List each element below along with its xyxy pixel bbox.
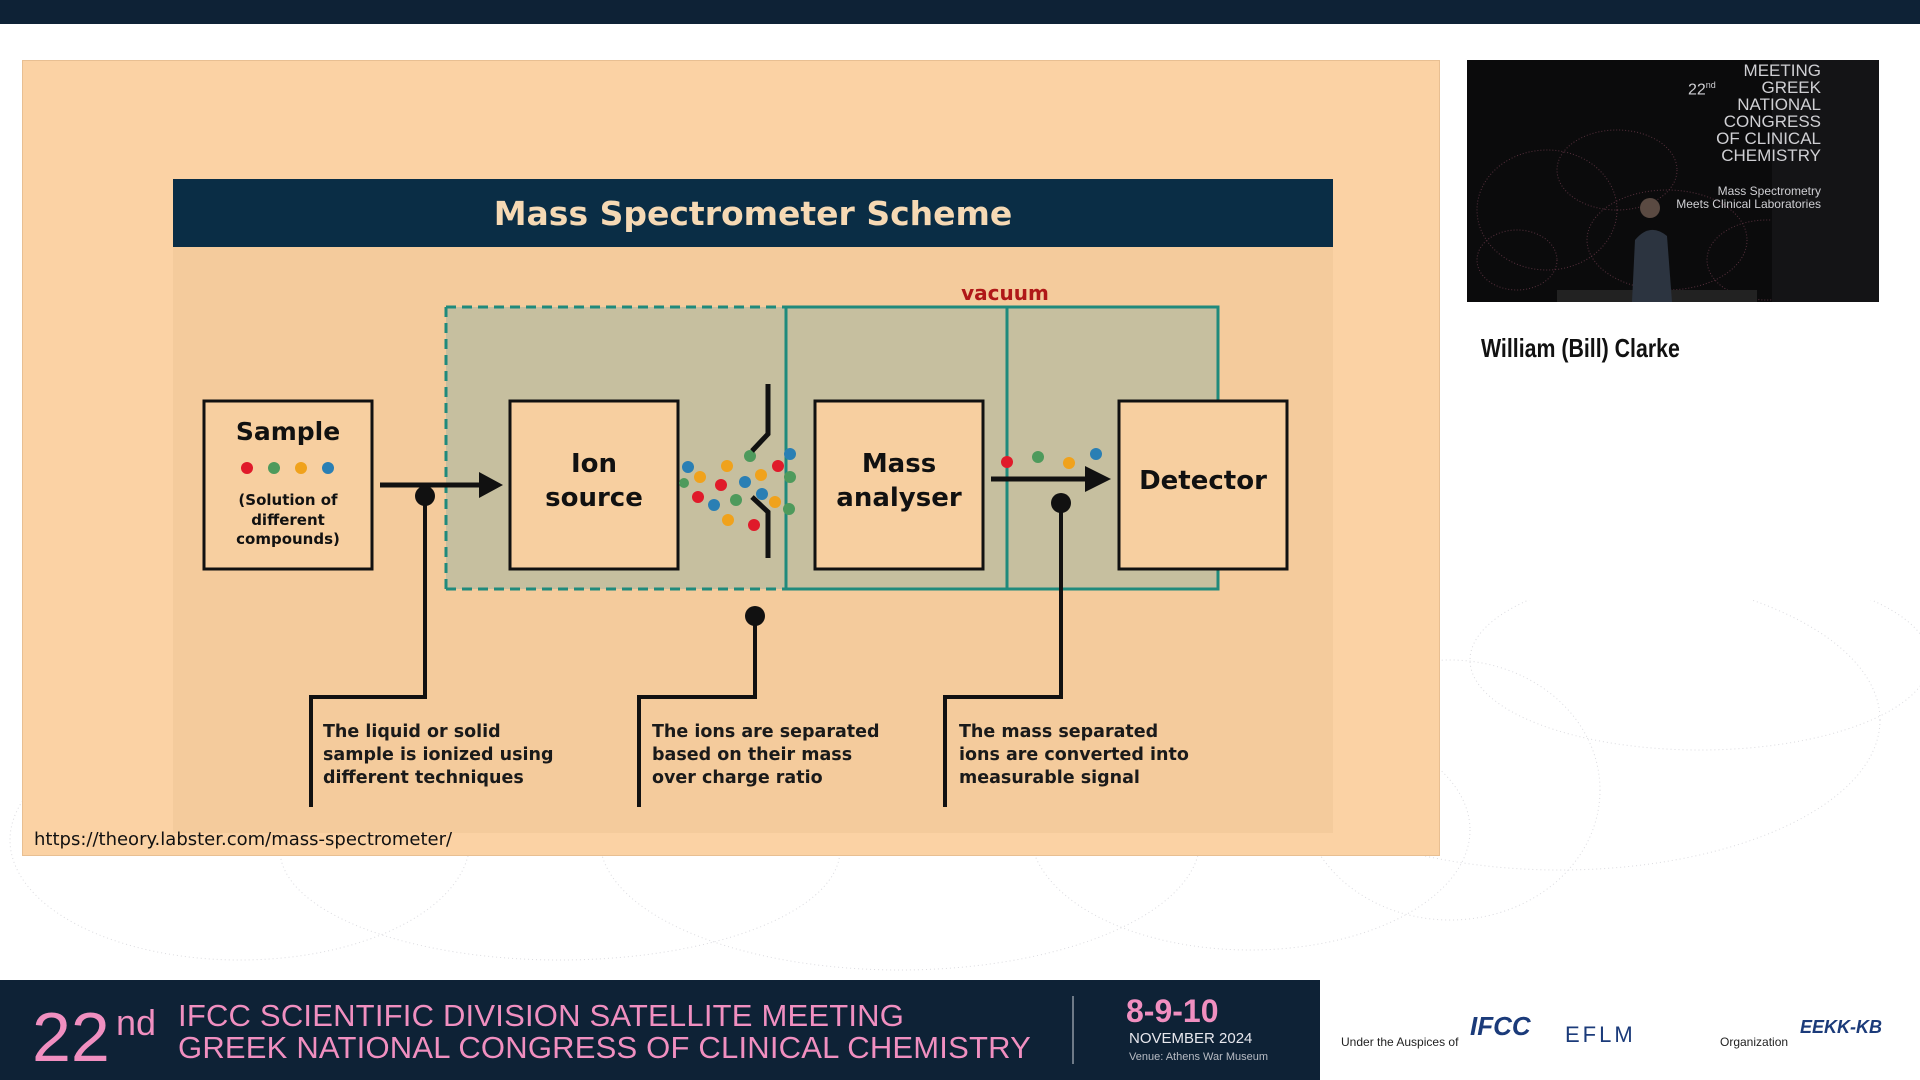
eflm-logo: EFLM xyxy=(1565,1022,1636,1047)
diagram-canvas: vacuum Sample (Solution of different com… xyxy=(202,281,1289,807)
banner-edition-number: 22 xyxy=(32,998,110,1076)
video-edition-badge: 22nd xyxy=(1688,80,1716,99)
banner-month: NOVEMBER 2024 xyxy=(1129,1030,1253,1047)
caption-detection: measurable signal xyxy=(959,768,1140,788)
ion-slit xyxy=(750,384,771,558)
banner-title-line: GREEK NATIONAL CONGRESS OF CLINICAL CHEM… xyxy=(178,1030,1032,1065)
banner-title-line: IFCC SCIENTIFIC DIVISION SATELLITE MEETI… xyxy=(178,998,905,1033)
sample-box-note-line: (Solution of xyxy=(238,491,338,509)
caption-ionization: sample is ionized using xyxy=(323,745,553,765)
auspices-label: Under the Auspices of xyxy=(1341,1035,1459,1049)
ion-particles xyxy=(679,448,796,531)
compound-dot-blue xyxy=(322,462,334,474)
video-subtitle: Mass Spectrometry Meets Clinical Laborat… xyxy=(1676,184,1821,211)
sample-box: Sample (Solution of different compounds) xyxy=(202,399,374,571)
ion-source-box: Ion source xyxy=(508,399,680,571)
organization-label: Organization xyxy=(1720,1035,1789,1049)
video-meeting-title: MEETING GREEK NATIONAL CONGRESS OF CLINI… xyxy=(1716,61,1821,165)
mass-spectrometer-diagram: Mass Spectrometer Scheme vacuum Sample (… xyxy=(173,179,1333,833)
banner-dates: 8-9-10 xyxy=(1126,993,1219,1029)
ifcc-logo: IFCC xyxy=(1470,1011,1531,1041)
sample-box-note-line: compounds) xyxy=(236,530,340,548)
ion-source-label-line: source xyxy=(545,483,643,513)
mass-analyser-label-line: analyser xyxy=(836,483,962,513)
banner-divider xyxy=(1072,996,1074,1064)
mass-analyser-box: Mass analyser xyxy=(813,399,985,571)
caption-ionization: different techniques xyxy=(323,768,524,788)
caption-ionization: The liquid or solid xyxy=(323,722,501,742)
compound-dot-orange xyxy=(295,462,307,474)
detector-label: Detector xyxy=(1139,466,1267,496)
flow-arrow-head xyxy=(479,472,503,498)
caption-separation: The ions are separated xyxy=(652,722,880,742)
event-banner xyxy=(0,980,1320,1080)
flow-arrow-head xyxy=(1085,466,1111,492)
sample-box-title: Sample xyxy=(236,417,340,446)
caption-separation: based on their mass xyxy=(652,745,852,765)
banner-venue: Venue: Athens War Museum xyxy=(1129,1051,1268,1063)
separated-ion-orange xyxy=(1063,457,1075,469)
vacuum-label: vacuum xyxy=(961,281,1049,305)
callout-pin xyxy=(1051,493,1071,513)
compound-dot-red xyxy=(241,462,253,474)
ekk-logo: EEKK-KB xyxy=(1800,1017,1883,1037)
caption-separation: over charge ratio xyxy=(652,768,823,788)
callout-pin xyxy=(415,486,435,506)
presentation-slide: Mass Spectrometer Scheme vacuum Sample (… xyxy=(22,60,1440,856)
caption-detection: ions are converted into xyxy=(959,745,1189,765)
speaker-video-feed: 22nd MEETING GREEK NATIONAL CONGRESS OF … xyxy=(1467,60,1879,302)
sample-box-note-line: different xyxy=(251,511,325,529)
callout-lines xyxy=(309,497,1063,807)
diagram-header: Mass Spectrometer Scheme xyxy=(173,179,1333,247)
speaker-name: William (Bill) Clarke xyxy=(1481,333,1680,363)
compound-dot-green xyxy=(268,462,280,474)
detector-box: Detector xyxy=(1117,399,1289,571)
mass-analyser-label-line: Mass xyxy=(862,449,936,479)
caption-detection: The mass separated xyxy=(959,722,1158,742)
banner-edition-suffix: nd xyxy=(116,1002,157,1043)
source-url: https://theory.labster.com/mass-spectrom… xyxy=(34,829,453,850)
top-bar xyxy=(0,0,1920,24)
ion-source-label-line: Ion xyxy=(571,449,617,479)
diagram-title: Mass Spectrometer Scheme xyxy=(493,193,1013,233)
callout-pin xyxy=(745,606,765,626)
separated-ion-green xyxy=(1032,451,1044,463)
separated-ion-blue xyxy=(1090,448,1102,460)
video-background-art xyxy=(1467,60,1879,302)
separated-ion-red xyxy=(1001,456,1013,468)
